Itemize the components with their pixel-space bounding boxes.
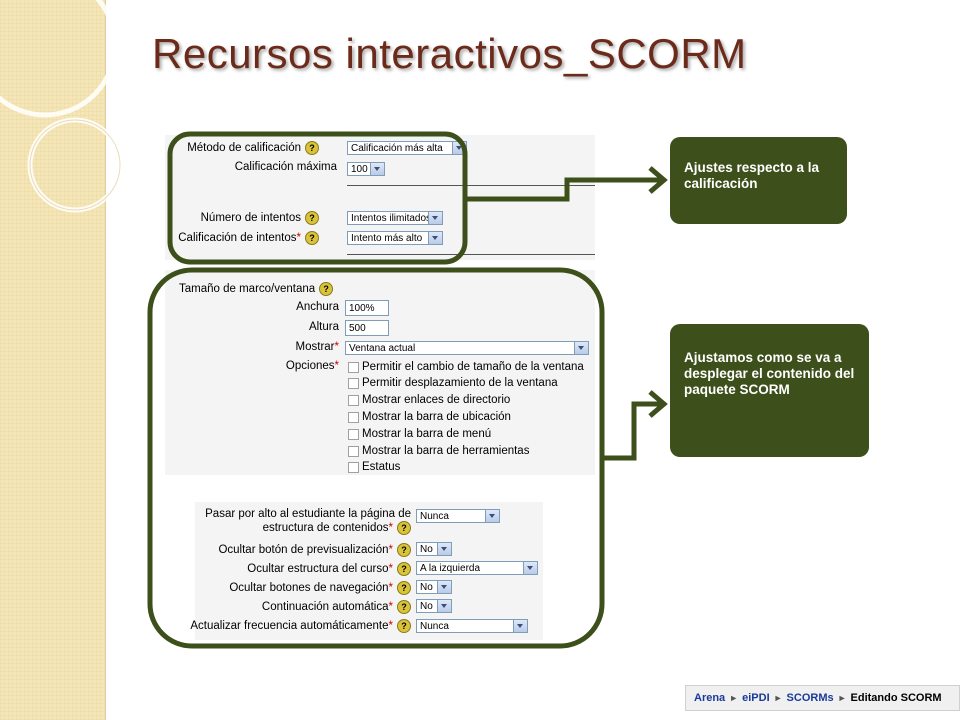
display-connector — [602, 401, 660, 461]
chevron-down-icon — [574, 342, 588, 354]
grading-settings-panel: Método de calificación? Calificación más… — [165, 135, 595, 260]
frame-size-label: Tamaño de marco/ventana? — [179, 282, 334, 296]
display-highlight-outline — [147, 267, 605, 649]
chevron-down-icon — [437, 543, 451, 555]
option-checkbox[interactable]: Mostrar enlaces de directorio — [348, 394, 510, 406]
auto-refresh-select[interactable]: Nunca — [416, 619, 528, 633]
slide-title: Recursos interactivos_SCORM — [152, 30, 747, 77]
divider — [347, 185, 595, 186]
help-icon[interactable]: ? — [305, 141, 319, 155]
help-icon[interactable]: ? — [397, 562, 411, 576]
option-checkbox[interactable]: Mostrar la barra de menú — [348, 428, 491, 440]
help-icon[interactable]: ? — [397, 543, 411, 557]
skip-toc-select[interactable]: Nunca — [416, 509, 500, 523]
help-icon[interactable]: ? — [397, 619, 411, 633]
decorative-circles — [0, 0, 123, 213]
max-grade-select[interactable]: 100 — [347, 162, 385, 176]
hide-browse-select[interactable]: No — [416, 542, 452, 556]
help-icon[interactable]: ? — [397, 581, 411, 595]
chevron-down-icon — [523, 562, 537, 574]
display-callout: Ajustamos como se va a desplegar el cont… — [670, 324, 869, 457]
display-select[interactable]: Ventana actual — [345, 341, 589, 355]
option-checkbox[interactable]: Permitir desplazamiento de la ventana — [348, 377, 558, 389]
breadcrumb-link[interactable]: SCORMs — [786, 692, 834, 704]
attempts-select[interactable]: Intentos ilimitados — [347, 211, 443, 225]
breadcrumb-arrow-icon: ► — [837, 693, 847, 703]
breadcrumb-link[interactable]: eiPDI — [742, 692, 770, 704]
option-checkbox[interactable]: Permitir el cambio de tamaño de la venta… — [348, 361, 584, 373]
hide-toc-label: Ocultar estructura del curso*? — [247, 562, 411, 576]
help-icon[interactable]: ? — [305, 211, 319, 225]
option-checkbox[interactable]: Mostrar la barra de herramientas — [348, 445, 529, 457]
attempts-label: Número de intentos? — [201, 211, 319, 225]
arrow-head-icon — [648, 390, 668, 418]
chevron-down-icon — [437, 600, 451, 612]
help-icon[interactable]: ? — [319, 282, 334, 296]
attempt-grading-select[interactable]: Intento más alto — [347, 231, 443, 245]
attempt-grading-label: Calificación de intentos*? — [178, 231, 319, 245]
height-label: Altura — [308, 321, 339, 333]
grading-callout: Ajustes respecto a la calificación — [670, 137, 847, 224]
window-settings-panel: Tamaño de marco/ventana? Anchura 100% Al… — [165, 270, 595, 475]
auto-refresh-label: Actualizar frecuencia automáticamente*? — [190, 619, 411, 633]
grading-highlight-outline — [167, 131, 468, 265]
chevron-down-icon — [485, 510, 499, 522]
hide-browse-label: Ocultar botón de previsualización*? — [218, 543, 411, 557]
hide-nav-label: Ocultar botones de navegación*? — [229, 581, 411, 595]
help-icon[interactable]: ? — [397, 521, 411, 535]
chevron-down-icon — [513, 620, 527, 632]
chevron-down-icon — [437, 581, 451, 593]
auto-continue-select[interactable]: No — [416, 599, 452, 613]
skip-toc-label: Pasar por alto al estudiante la página d… — [205, 508, 411, 535]
width-input[interactable]: 100% — [345, 300, 389, 316]
breadcrumb-arrow-icon: ► — [773, 693, 783, 703]
auto-continue-label: Continuación automática*? — [262, 600, 411, 614]
navigation-settings-panel: Pasar por alto al estudiante la página d… — [190, 502, 543, 640]
breadcrumb-link[interactable]: Arena — [694, 692, 726, 704]
hide-toc-select[interactable]: A la izquierda — [416, 561, 538, 575]
divider — [347, 254, 595, 255]
display-label: Mostrar* — [295, 341, 339, 353]
chevron-down-icon — [428, 232, 442, 244]
help-icon[interactable]: ? — [397, 600, 411, 614]
help-icon[interactable]: ? — [305, 231, 319, 245]
breadcrumb-arrow-icon: ► — [729, 693, 739, 703]
option-checkbox[interactable]: Estatus — [348, 461, 400, 473]
breadcrumb: Arena ► eiPDI ► SCORMs ► Editando SCORM — [685, 685, 960, 711]
max-grade-label: Calificación máxima — [234, 161, 337, 173]
height-input[interactable]: 500 — [345, 320, 389, 336]
width-label: Anchura — [296, 301, 339, 313]
grading-method-label: Método de calificación? — [187, 141, 319, 155]
chevron-down-icon — [370, 163, 384, 175]
breadcrumb-current: Editando SCORM — [850, 692, 942, 704]
option-checkbox[interactable]: Mostrar la barra de ubicación — [348, 411, 511, 423]
options-label: Opciones* — [285, 360, 339, 372]
hide-nav-select[interactable]: No — [416, 580, 452, 594]
grading-connector — [465, 177, 660, 202]
arrow-head-icon — [648, 166, 668, 194]
chevron-down-icon — [428, 212, 442, 224]
